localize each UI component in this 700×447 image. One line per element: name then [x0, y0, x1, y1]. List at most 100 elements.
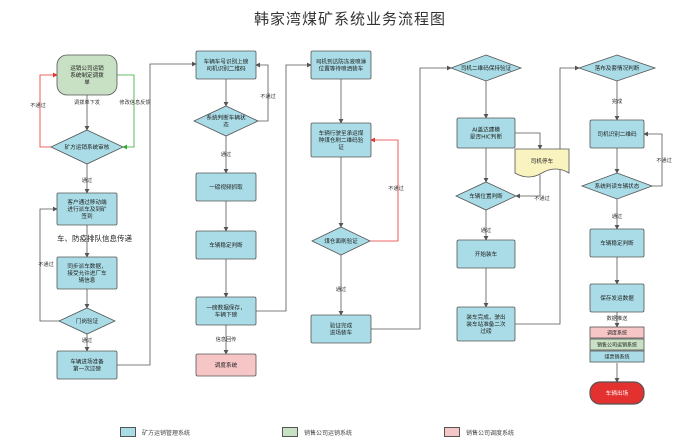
node-label: 车辆稳定判断	[209, 241, 243, 249]
node-c5-info: 落布及套情况判断	[577, 54, 657, 82]
node-label: 进场装车	[330, 329, 353, 337]
node-label: 系统判读车辆状态	[595, 182, 640, 190]
node-label: 车辆稳定判断	[600, 239, 634, 247]
node-label: 煤仓面刷验证	[324, 237, 358, 245]
node-label: 司机停车	[531, 157, 554, 165]
node-label: 装车站准备二次	[466, 320, 506, 328]
legend-swatch	[444, 427, 460, 437]
notice-annotation: 车、防疫排队信息传递	[57, 233, 132, 243]
legend-swatch	[282, 427, 298, 437]
edge-label: 不通过	[38, 260, 54, 268]
node-c5-stable: 车辆稳定判断	[589, 228, 645, 258]
node-label: 同步派车数据，	[67, 262, 106, 270]
node-label: 车辆进场准备	[70, 357, 104, 365]
node-c4-qr: 司机二维码保持验证	[449, 54, 523, 82]
legend-swatch	[120, 427, 136, 437]
node-label: 调度系统	[215, 361, 238, 369]
edge-label: 不通过	[388, 184, 404, 192]
node-label: 司机识别二维码	[597, 130, 637, 138]
node-c4-doc: 司机停车	[514, 148, 570, 178]
node-label: 第一次过磅	[73, 365, 101, 373]
edge-label: 通过	[336, 285, 346, 293]
legend-label: 销售公司运销系统	[304, 429, 353, 437]
flow-arrow	[370, 137, 399, 242]
node-label: 客户通过移动端	[67, 198, 107, 206]
node-label: 一磅视频抓取	[209, 183, 243, 191]
legend-item-sales: 销售公司运销系统	[282, 427, 352, 437]
node-c2-save: 一磅数据保存，车辆下磅	[195, 296, 257, 326]
node-label: 签到	[81, 212, 93, 220]
flow-arrow	[256, 62, 312, 312]
node-label: 过磅	[480, 327, 492, 335]
node-c2-dispatch: 调度系统	[195, 353, 257, 377]
legend-label: 矿方运销管理系统	[142, 429, 191, 437]
edge-label: 通过	[82, 176, 92, 184]
node-label: 煤票销系统	[604, 353, 629, 360]
edge-label: 调拨单下发	[74, 98, 100, 106]
legend-item-dispatch: 销售公司调度系统	[444, 427, 514, 437]
node-label: 装车完成，驶出	[466, 313, 505, 321]
edge-label: 通过	[221, 150, 231, 158]
node-label: 态	[223, 121, 229, 129]
node-c2-data: 一磅视频抓取	[195, 172, 257, 202]
node-c1-gate: 门岗验证	[58, 307, 116, 335]
edge-label: 不通过	[656, 156, 672, 164]
node-label: AI盖达建模	[472, 125, 500, 133]
node-label: 车辆下磅	[215, 311, 238, 319]
node-label: 调度系统	[607, 329, 627, 336]
flow-arrow	[643, 131, 663, 187]
node-label: 验证完成	[330, 321, 353, 329]
node-label: 系统制定调拨	[70, 71, 104, 79]
legend-label: 销售公司调度系统	[466, 429, 515, 437]
flow-arrow	[371, 65, 452, 330]
node-c5-scan: 司机识别二维码	[589, 119, 645, 149]
flow-arrow	[515, 175, 541, 199]
flow-arrow	[39, 206, 59, 322]
node-label: 落布及套情况判断	[595, 64, 640, 72]
node-label: 位置等待喷洒装车	[319, 65, 364, 73]
edge-label: 不通过	[534, 194, 550, 202]
node-label: 种煤仓刷二维码验	[319, 136, 364, 144]
node-label: 单	[84, 78, 90, 86]
node-label: 保存发运数据	[600, 294, 634, 302]
legend-item-mine: 矿方运销管理系统	[120, 427, 190, 437]
node-c2-stable: 车辆稳定判断	[195, 230, 257, 260]
node-label: 是否HIC判断	[470, 133, 503, 141]
node-label: 车辆出场	[606, 389, 629, 397]
flow-arrow	[515, 132, 543, 150]
node-label: 车辆行驶至承运煤	[319, 129, 364, 137]
node-label: 接受允许进厂车	[67, 269, 107, 277]
node-label: 矿方运销系统审核	[65, 143, 110, 151]
node-label: 司机到达防冻液喷淋	[316, 57, 367, 65]
flow-arrow	[117, 61, 197, 366]
node-c5-save: 保存发运数据	[589, 283, 645, 313]
node-label: 门岗验证	[76, 317, 99, 325]
edge-label: 通过	[481, 226, 491, 234]
node-label: 辆信息	[79, 276, 96, 284]
node-label: 运销公司运销	[70, 64, 104, 72]
node-c5-stack-1: 调度系统	[589, 326, 645, 339]
edge-label: 数据推送	[607, 314, 629, 322]
node-label: 车辆车号识别上磅	[204, 57, 249, 65]
diagram-title: 韩家湾煤矿系统业务流程图	[253, 10, 446, 28]
node-c5-end: 车辆出场	[589, 381, 645, 405]
node-c4-check: 车辆位置判断	[455, 181, 517, 211]
flow-arrow	[515, 65, 580, 325]
node-label: 开始装车	[475, 250, 498, 258]
node-label: 系统判断车辆状	[206, 113, 246, 121]
node-label: 司机识别二维码	[206, 65, 246, 73]
node-c5-stack-2: 销售公司运销系统	[589, 338, 645, 351]
node-c3-verify: 煤仓面刷验证	[311, 226, 371, 256]
node-c5-stack-3: 煤票销系统	[589, 350, 645, 363]
